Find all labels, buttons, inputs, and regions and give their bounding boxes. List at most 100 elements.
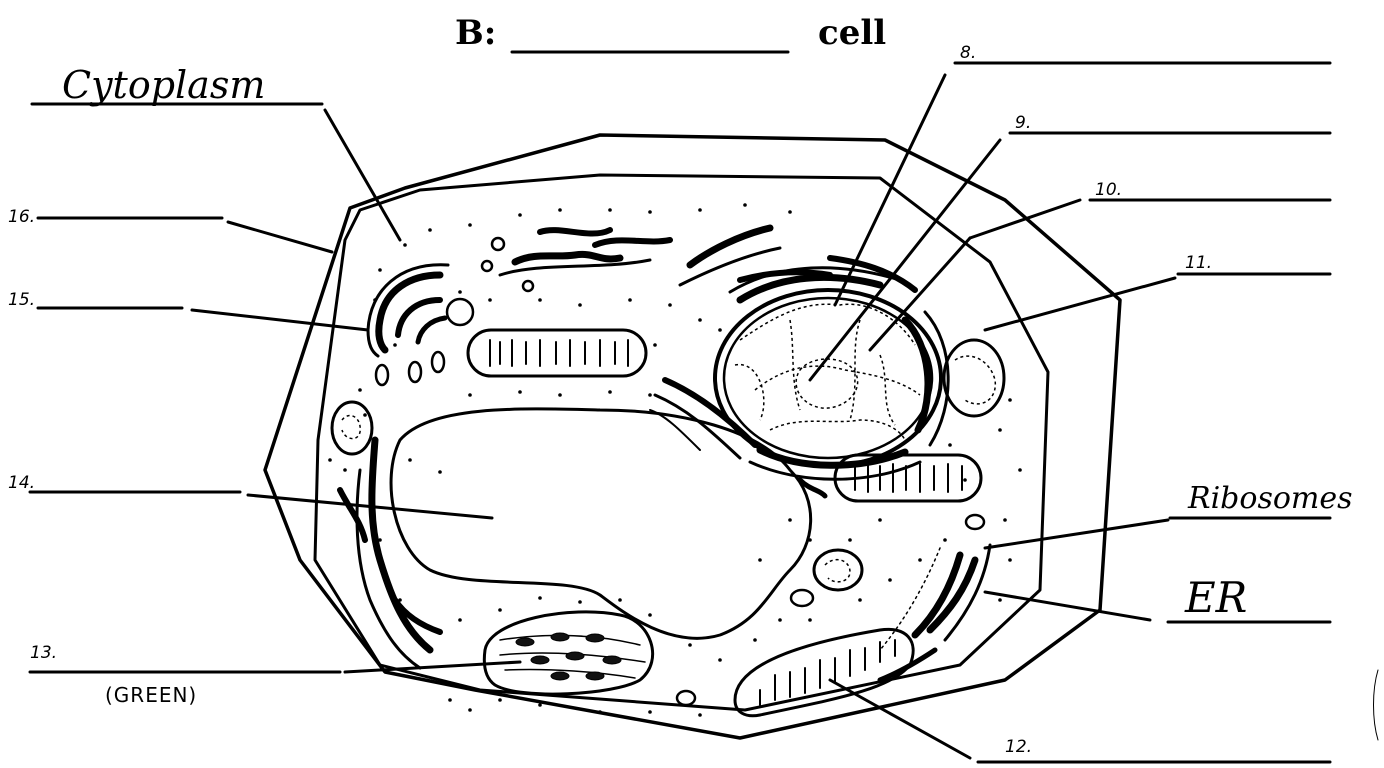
leader-er	[985, 592, 1150, 620]
label-9: 9.	[1015, 113, 1031, 133]
cytoplasm-granule	[488, 298, 492, 302]
label-14: 14.	[8, 473, 35, 493]
cytoplasm-granule	[718, 658, 722, 662]
leader-16	[228, 222, 332, 252]
edge-mark	[1374, 670, 1379, 740]
cell-membrane	[315, 175, 1048, 710]
title-suffix: cell	[818, 13, 886, 53]
cytoplasm-granule	[598, 710, 602, 714]
mitochondrion-top	[468, 330, 646, 376]
leader-15	[192, 310, 368, 330]
cytoplasm-granule	[393, 343, 397, 347]
label-cytoplasm: Cytoplasm	[62, 63, 265, 107]
small-vesicle-2	[677, 691, 695, 705]
cytoplasm-granule	[518, 213, 522, 217]
cytoplasm-granule	[458, 618, 462, 622]
cytoplasm-granule	[778, 618, 782, 622]
leader-13	[345, 662, 520, 672]
cytoplasm-granule	[878, 518, 882, 522]
leader-10-a	[970, 200, 1080, 238]
cytoplasm-granule	[918, 558, 922, 562]
cytoplasm-granule	[788, 210, 792, 214]
cytoplasm-granule	[998, 598, 1002, 602]
cytoplasm-granule	[428, 228, 432, 232]
vesicle-left	[332, 402, 372, 454]
cytoplasm-granule	[418, 638, 422, 642]
label-ribosomes: Ribosomes	[1187, 481, 1353, 516]
rough-er-right	[880, 545, 990, 680]
cytoplasm-granule	[608, 208, 612, 212]
cytoplasm-granule	[448, 698, 452, 702]
cytoplasm-granule	[363, 413, 367, 417]
cytoplasm-granule	[1018, 468, 1022, 472]
cytoplasm-granule	[608, 390, 612, 394]
cytoplasm-granule	[378, 538, 382, 542]
cytoplasm-granule	[648, 210, 652, 214]
label-13-note: (GREEN)	[105, 683, 197, 707]
cytoplasm-granule	[688, 643, 692, 647]
small-vesicle-3	[966, 515, 984, 529]
lysosome	[944, 340, 1004, 416]
cytoplasm-granule	[668, 303, 672, 307]
cytoplasm-granule	[498, 698, 502, 702]
cytoplasm-granule	[578, 600, 582, 604]
cytoplasm-granule	[1008, 398, 1012, 402]
cytoplasm-granule	[858, 598, 862, 602]
cytoplasm-granule	[468, 708, 472, 712]
cytoplasm-granule	[558, 208, 562, 212]
cytoplasm-granule	[808, 618, 812, 622]
cytoplasm-granule	[753, 638, 757, 642]
title-prefix: B:	[455, 13, 496, 53]
cytoplasm-granule	[718, 328, 722, 332]
cytoplasm-granule	[848, 538, 852, 542]
cytoplasm-granule	[1008, 558, 1012, 562]
cytoplasm-granule	[648, 710, 652, 714]
cytoplasm-granule	[648, 393, 652, 397]
cytoplasm-granule	[538, 298, 542, 302]
vesicle-bottom	[814, 550, 862, 590]
cytoplasm-granule	[1003, 518, 1007, 522]
leader-cytoplasm	[325, 110, 400, 240]
cytoplasm-granule	[943, 538, 947, 542]
cytoplasm-granule	[378, 268, 382, 272]
cytoplasm-granule	[648, 613, 652, 617]
cytoplasm-granules	[328, 203, 1022, 717]
cytoplasm-granule	[743, 203, 747, 207]
cytoplasm-granule	[398, 598, 402, 602]
cytoplasm-granule	[698, 208, 702, 212]
cytoplasm-granule	[963, 478, 967, 482]
label-16: 16.	[8, 207, 35, 227]
label-11: 11.	[1185, 253, 1212, 273]
cytoplasm-granule	[403, 243, 407, 247]
label-13: 13.	[30, 643, 57, 663]
label-15: 15.	[8, 290, 35, 310]
cytoplasm-granule	[458, 290, 462, 294]
cytoplasm-granule	[618, 598, 622, 602]
cytoplasm-granule	[538, 596, 542, 600]
cytoplasm-granule	[468, 223, 472, 227]
chloroplast	[484, 612, 652, 694]
cytoplasm-granule	[328, 458, 332, 462]
cytoplasm-granule	[758, 558, 762, 562]
cytoplasm-granule	[468, 393, 472, 397]
cytoplasm-granule	[628, 298, 632, 302]
cytoplasm-granule	[698, 713, 702, 717]
cytoplasm-granule	[438, 470, 442, 474]
golgi-apparatus	[368, 265, 473, 385]
cytoplasm-granule	[518, 390, 522, 394]
label-8: 8.	[960, 43, 976, 63]
cytoplasm-granule	[538, 703, 542, 707]
cytoplasm-granule	[358, 388, 362, 392]
leader-10-b	[870, 238, 970, 350]
leader-ribosomes	[985, 520, 1168, 548]
cytoplasm-granule	[888, 578, 892, 582]
cytoplasm-granule	[408, 458, 412, 462]
cytoplasm-granule	[498, 608, 502, 612]
cytoplasm-granule	[578, 303, 582, 307]
small-vesicle	[791, 590, 813, 606]
cytoplasm-granule	[808, 538, 812, 542]
leader-8	[835, 75, 945, 305]
cytoplasm-granule	[998, 428, 1002, 432]
cytoplasm-granule	[373, 298, 377, 302]
